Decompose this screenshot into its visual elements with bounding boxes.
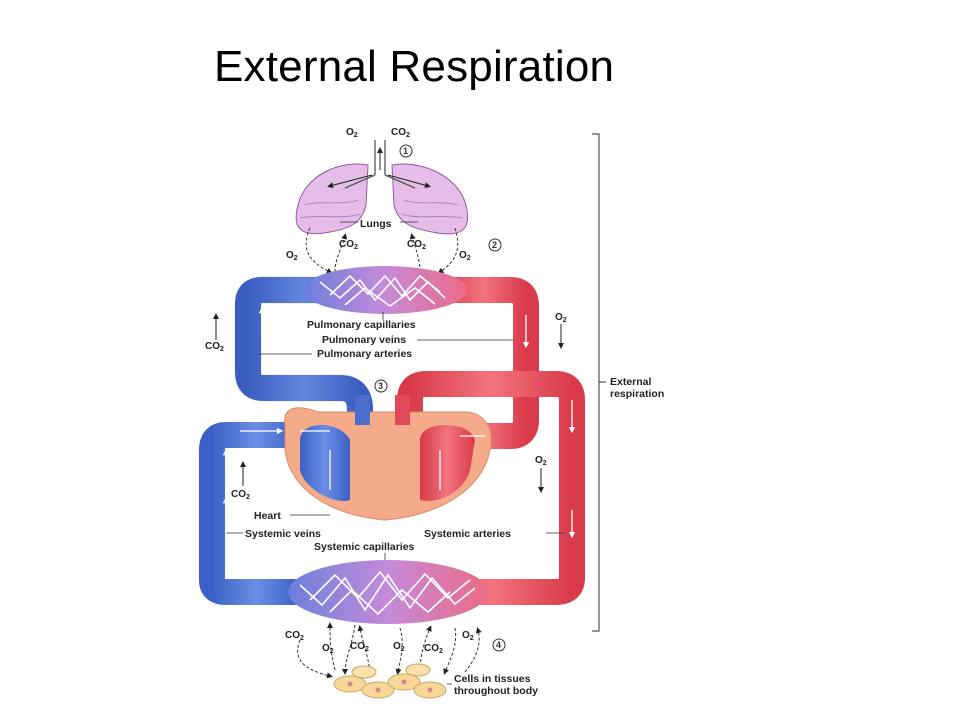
co2-side-upper: CO2 xyxy=(205,341,224,353)
pulmonary-capillaries-label: Pulmonary capillaries xyxy=(307,319,416,331)
o2-side-lower: O2 xyxy=(535,455,547,467)
co2-label-top: CO2 xyxy=(391,127,410,139)
systemic-capillaries xyxy=(288,560,488,624)
systemic-veins-label: Systemic veins xyxy=(245,528,321,540)
external-respiration-label-line2: respiration xyxy=(610,388,664,400)
external-respiration-bracket xyxy=(592,133,606,632)
cells-label-line2: throughout body xyxy=(454,685,538,697)
external-respiration-label-line1: External xyxy=(610,376,652,388)
co2-lung-right: CO2 xyxy=(407,239,426,251)
o2-tissue-2: O2 xyxy=(393,641,405,653)
pulmonary-veins-label: Pulmonary veins xyxy=(322,334,406,346)
o2-tissue-1: O2 xyxy=(322,643,334,655)
tissue-cells xyxy=(333,663,447,699)
svg-text:3: 3 xyxy=(378,381,383,391)
co2-side-lower: CO2 xyxy=(231,489,250,501)
systemic-circuit xyxy=(199,371,585,605)
lungs xyxy=(295,140,469,235)
co2-tissue-1: CO2 xyxy=(285,630,304,642)
heart xyxy=(284,395,492,521)
systemic-capillaries-label: Systemic capillaries xyxy=(314,541,415,553)
step-3-marker: 3 xyxy=(374,379,388,393)
o2-lung-left: O2 xyxy=(286,250,298,262)
o2-tissue-3: O2 xyxy=(462,630,474,642)
step-4-marker: 4 xyxy=(492,638,506,652)
co2-tissue-2: CO2 xyxy=(350,641,369,653)
cells-label-line1: Cells in tissues xyxy=(454,673,531,685)
pulmonary-arteries-label: Pulmonary arteries xyxy=(317,348,412,360)
lungs-label: Lungs xyxy=(360,218,392,230)
heart-label: Heart xyxy=(254,510,281,522)
tissue-gas-arrows xyxy=(297,622,482,679)
svg-text:1: 1 xyxy=(403,146,408,156)
pulmonary-circuit xyxy=(234,276,539,449)
co2-lung-left: CO2 xyxy=(339,239,358,251)
co2-tissue-3: CO2 xyxy=(424,643,443,655)
o2-side-upper: O2 xyxy=(555,312,567,324)
step-1-marker: 1 xyxy=(399,144,413,158)
lung-gas-arrows xyxy=(305,227,459,274)
step-2-marker: 2 xyxy=(488,238,502,252)
pulmonary-capillaries xyxy=(303,266,467,314)
o2-lung-right: O2 xyxy=(459,250,471,262)
svg-text:4: 4 xyxy=(496,640,501,650)
systemic-arteries-label: Systemic arteries xyxy=(424,528,511,540)
svg-text:2: 2 xyxy=(492,240,497,250)
o2-label-top: O2 xyxy=(346,127,358,139)
slide-title: External Respiration xyxy=(214,42,615,91)
